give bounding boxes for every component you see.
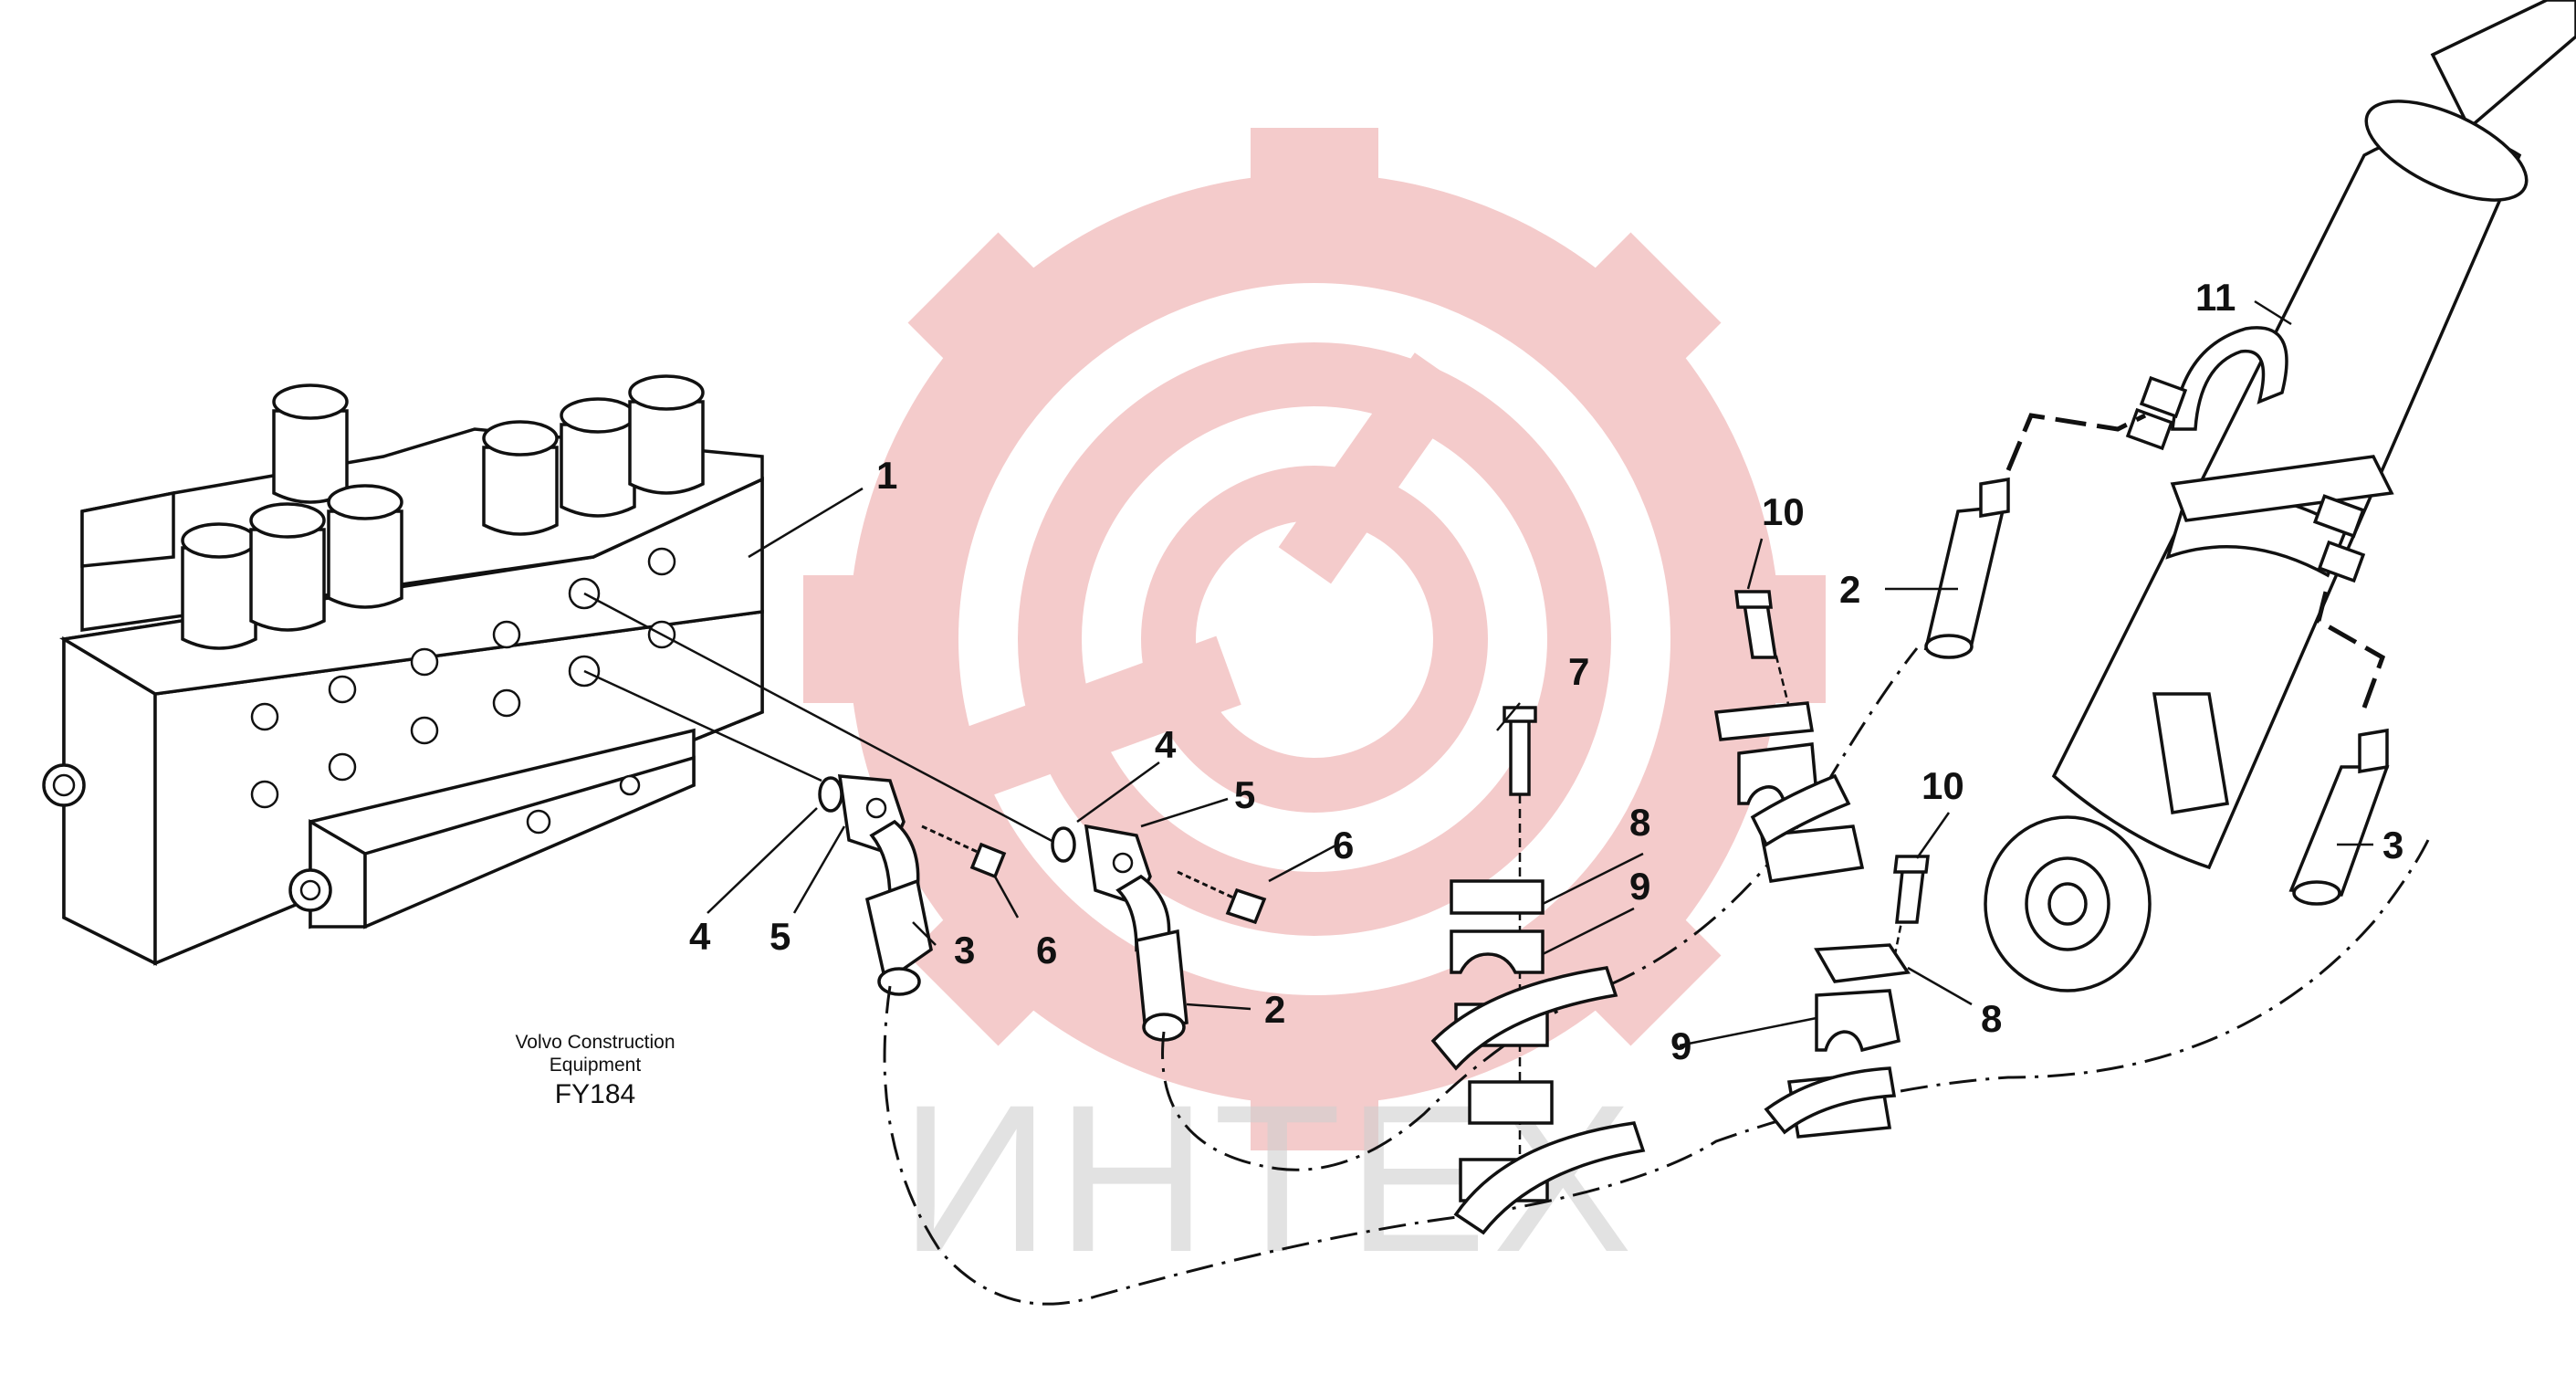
pipe-connection-3 [2316,583,2386,709]
caption-line-2: Equipment [550,1055,642,1076]
caption-line-1: Volvo Construction [515,1032,675,1053]
o-ring-right [1051,826,1076,863]
callout-1: 1 [876,454,897,497]
callout-11: 11 [2195,276,2236,319]
callout-9-lower: 9 [1670,1024,1691,1067]
hydraulic-cylinder [1984,0,2576,992]
flange-fitting-left [837,774,920,902]
watermark-gear-logo [803,128,1826,1150]
valve-ports [250,547,676,835]
clamp-stack-b [1713,590,1865,883]
clamp-stack-a [1430,706,1646,1235]
hose-end-2-valve [1135,929,1189,1042]
callout-5-lower: 5 [770,915,791,958]
solenoid-coils [181,374,705,650]
callout-3-valve: 3 [954,929,975,971]
callout-10-upper: 10 [1762,490,1805,533]
hose-end-3-cylinder [2288,728,2390,906]
callout-leaders [707,299,2373,1047]
hose-route-3 [883,839,2430,1306]
callout-5-upper: 5 [1234,773,1255,816]
flange-fitting-right [1084,824,1171,952]
o-ring-left [818,776,843,813]
callout-4-lower: 4 [689,915,711,958]
callout-3-cylinder: 3 [2382,824,2403,866]
callout-4-upper: 4 [1155,723,1177,766]
callout-6-upper: 6 [1333,824,1354,866]
pipe-connection-2 [2005,413,2147,471]
clamp-stack-c [1764,855,1930,1139]
callout-6-lower: 6 [1036,929,1057,971]
callout-9-upper: 9 [1629,865,1650,908]
control-valve-block [42,374,764,966]
hose-end-3-valve [864,878,933,996]
callout-10-lower: 10 [1922,764,1964,807]
callout-7: 7 [1568,650,1589,693]
callout-2-valve: 2 [1264,988,1285,1031]
callout-2-cylinder: 2 [1839,568,1860,611]
callout-8-upper: 8 [1629,801,1650,844]
diagram-code: FY184 [555,1079,635,1109]
screw-right [1177,870,1267,925]
callout-8-lower: 8 [1981,997,2002,1040]
hose-end-2-cylinder [1923,477,2010,659]
